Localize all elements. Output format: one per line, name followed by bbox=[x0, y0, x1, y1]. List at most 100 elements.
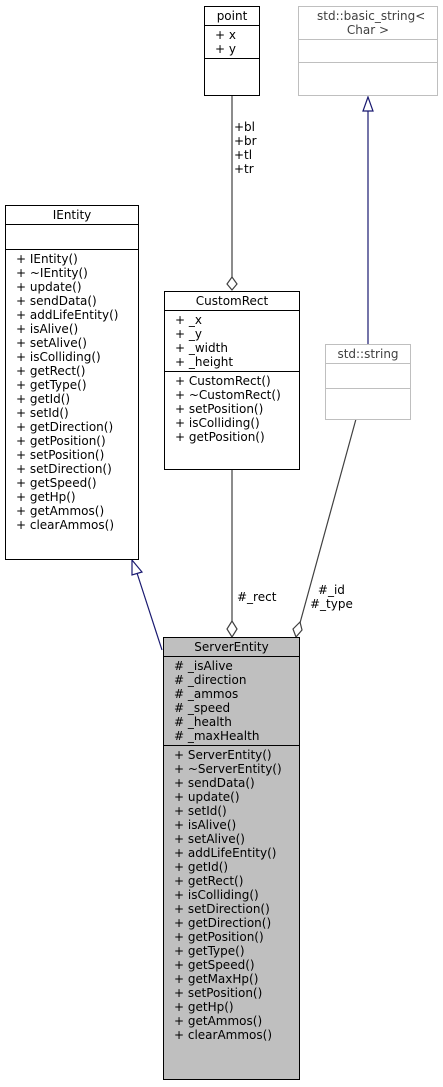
class-ientity[interactable]: IEntity + IEntity() + ~IEntity() + updat… bbox=[5, 205, 139, 560]
attribute: # _speed bbox=[174, 701, 231, 715]
edge-label-line: #_id bbox=[317, 583, 345, 597]
attribute: # _isAlive bbox=[174, 659, 233, 673]
method: + addLifeEntity() bbox=[174, 846, 277, 860]
attribute: # _direction bbox=[174, 673, 247, 687]
edge-label-point-members: +bl +br +tl +tr bbox=[234, 120, 257, 176]
method: + getId() bbox=[16, 392, 71, 406]
inheritance-arrowhead bbox=[362, 95, 374, 112]
edge-label-line: +tl bbox=[234, 148, 253, 162]
edge-label-line: +bl bbox=[234, 120, 256, 134]
edge-server-inherits-ientity bbox=[136, 572, 163, 651]
method: + isColliding() bbox=[174, 888, 259, 902]
method: + isColliding() bbox=[175, 416, 260, 430]
class-basic-string[interactable]: std::basic_string< Char > bbox=[298, 6, 438, 96]
method: + ~CustomRect() bbox=[175, 388, 281, 402]
attributes-section: # _isAlive # _direction # _ammos # _spee… bbox=[164, 656, 299, 745]
attribute: + _height bbox=[175, 355, 234, 369]
edge-label-line: +tr bbox=[234, 162, 254, 176]
class-title: ServerEntity bbox=[194, 640, 269, 654]
method: + getDirection() bbox=[16, 420, 114, 434]
method: + getHp() bbox=[174, 1000, 234, 1014]
method: + update() bbox=[16, 280, 82, 294]
method: + getSpeed() bbox=[16, 476, 97, 490]
attributes-section: + x + y bbox=[205, 25, 259, 58]
edge-label-line: +br bbox=[234, 134, 257, 148]
method: + getHp() bbox=[16, 490, 76, 504]
method: + ~ServerEntity() bbox=[174, 762, 282, 776]
method: + setDirection() bbox=[16, 462, 112, 476]
method: + getAmmos() bbox=[174, 1014, 263, 1028]
class-title: std::basic_string< Char > bbox=[317, 9, 426, 37]
method: + getMaxHp() bbox=[174, 972, 259, 986]
method: + setPosition() bbox=[175, 402, 264, 416]
class-customrect[interactable]: CustomRect + _x + _y + _width + _height … bbox=[164, 291, 300, 470]
methods-section bbox=[326, 388, 410, 413]
attributes-section: + _x + _y + _width + _height bbox=[165, 310, 299, 371]
method: + isColliding() bbox=[16, 350, 101, 364]
method: + getDirection() bbox=[174, 916, 272, 930]
composition-diamond bbox=[292, 620, 303, 639]
attribute: # _maxHealth bbox=[174, 729, 260, 743]
method: + setPosition() bbox=[16, 448, 105, 462]
method: + setAlive() bbox=[174, 832, 245, 846]
method: + update() bbox=[174, 790, 240, 804]
methods-section: + IEntity() + ~IEntity() + update() + se… bbox=[6, 249, 138, 534]
method: + addLifeEntity() bbox=[16, 308, 119, 322]
method: + setDirection() bbox=[174, 902, 270, 916]
method: + setPosition() bbox=[174, 986, 263, 1000]
edge-label-line: #_type bbox=[310, 597, 353, 611]
method: + setId() bbox=[174, 804, 227, 818]
attribute: + _width bbox=[175, 341, 228, 355]
attributes-section bbox=[299, 39, 437, 62]
attribute: + _x bbox=[175, 313, 202, 327]
composition-diamond bbox=[226, 619, 238, 639]
class-serverentity[interactable]: ServerEntity # _isAlive # _direction # _… bbox=[163, 637, 300, 1080]
attributes-section bbox=[326, 363, 410, 388]
attributes-section bbox=[6, 224, 138, 249]
method: + getId() bbox=[174, 860, 229, 874]
edge-label-line: #_rect bbox=[237, 590, 277, 604]
method: + IEntity() bbox=[16, 252, 78, 266]
method: + isAlive() bbox=[174, 818, 237, 832]
methods-section bbox=[205, 58, 259, 83]
method: + clearAmmos() bbox=[174, 1028, 273, 1042]
class-title: IEntity bbox=[52, 208, 92, 222]
method: + getAmmos() bbox=[16, 504, 105, 518]
method: + ~IEntity() bbox=[16, 266, 88, 280]
method: + setId() bbox=[16, 406, 69, 420]
edge-label-string-members: #_id #_type bbox=[310, 583, 353, 611]
class-title: point bbox=[216, 9, 248, 23]
class-point[interactable]: point + x + y bbox=[204, 6, 260, 96]
methods-section: + CustomRect() + ~CustomRect() + setPosi… bbox=[165, 371, 299, 446]
inheritance-arrowhead bbox=[131, 558, 144, 576]
method: + clearAmmos() bbox=[16, 518, 115, 532]
methods-section: + ServerEntity() + ~ServerEntity() + sen… bbox=[164, 745, 299, 1044]
edge-label-rect: #_rect bbox=[237, 590, 276, 604]
methods-section bbox=[299, 62, 437, 85]
method: + sendData() bbox=[16, 294, 97, 308]
attribute: + _y bbox=[175, 327, 202, 341]
edge-string-to-serverentity bbox=[299, 418, 357, 624]
method: + CustomRect() bbox=[175, 374, 271, 388]
method: + getType() bbox=[16, 378, 87, 392]
method: + sendData() bbox=[174, 776, 255, 790]
method: + setAlive() bbox=[16, 336, 87, 350]
method: + getPosition() bbox=[174, 930, 264, 944]
attribute: # _health bbox=[174, 715, 232, 729]
method: + getRect() bbox=[16, 364, 86, 378]
attribute: # _ammos bbox=[174, 687, 239, 701]
composition-diamond bbox=[226, 275, 238, 291]
class-std-string[interactable]: std::string bbox=[325, 344, 411, 420]
attribute: + y bbox=[215, 42, 236, 56]
method: + getPosition() bbox=[16, 434, 106, 448]
method: + getRect() bbox=[174, 874, 244, 888]
class-title: CustomRect bbox=[195, 294, 269, 308]
attribute: + x bbox=[215, 28, 236, 42]
method: + getPosition() bbox=[175, 430, 265, 444]
method: + getType() bbox=[174, 944, 245, 958]
method: + ServerEntity() bbox=[174, 748, 272, 762]
method: + isAlive() bbox=[16, 322, 79, 336]
class-title: std::string bbox=[337, 347, 399, 361]
method: + getSpeed() bbox=[174, 958, 255, 972]
